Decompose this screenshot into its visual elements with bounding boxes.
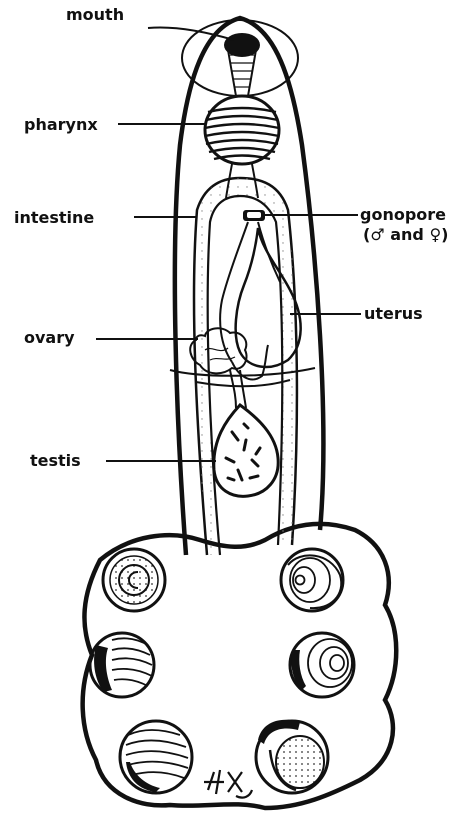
label-gonopore-note: (♂ and ♀) <box>363 226 448 244</box>
label-intestine: intestine <box>14 209 94 227</box>
label-pharynx: pharynx <box>24 116 98 134</box>
signature-mark <box>204 770 252 798</box>
pharynx-stripes <box>205 108 279 159</box>
label-mouth: mouth <box>66 6 124 24</box>
label-gonopore: gonopore <box>360 206 446 224</box>
pharynx-bulb <box>205 96 279 164</box>
genital-duct <box>220 222 280 362</box>
label-testis: testis <box>30 452 81 470</box>
testis-sperm <box>226 424 260 480</box>
label-ovary: ovary <box>24 329 75 347</box>
label-uterus: uterus <box>364 305 423 323</box>
haptor-suckers <box>90 549 354 793</box>
testis <box>214 405 278 496</box>
